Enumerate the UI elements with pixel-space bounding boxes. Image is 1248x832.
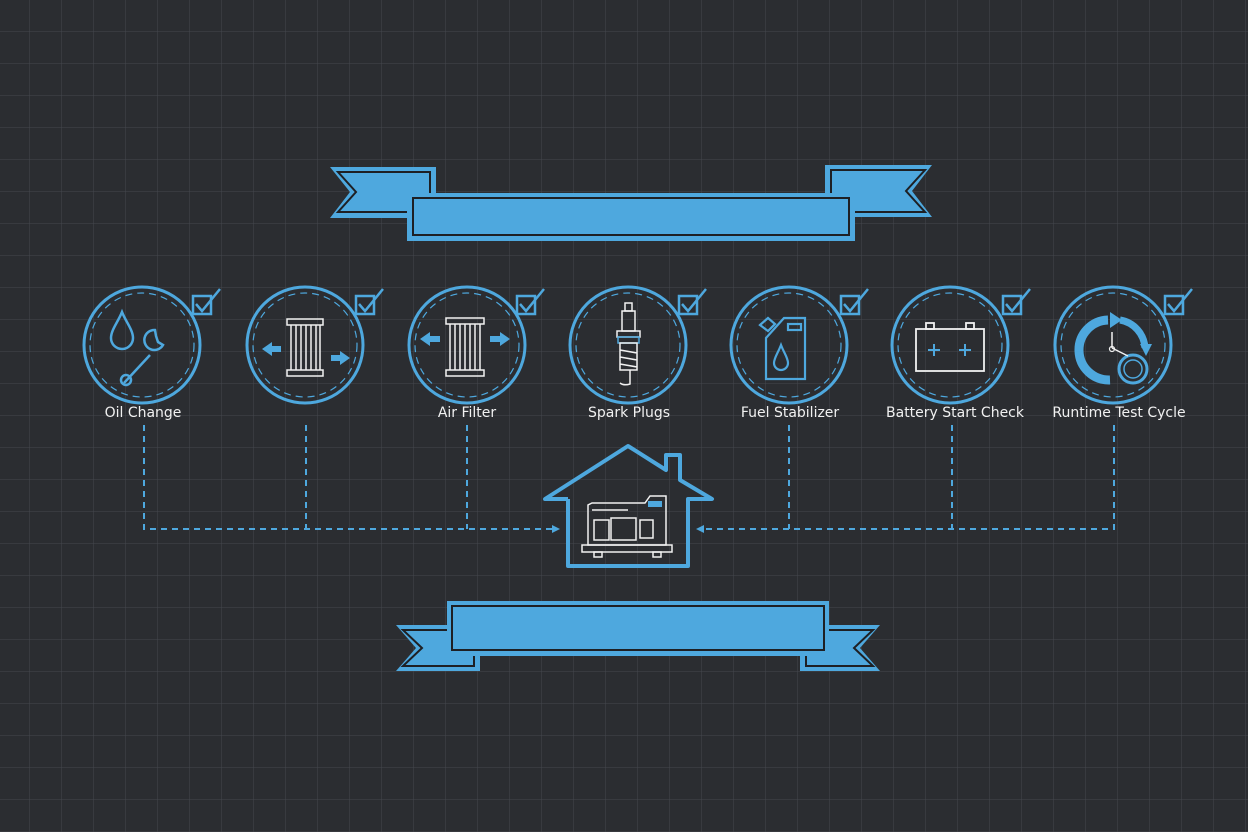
step-label-spark-plugs: Spark Plugs bbox=[587, 405, 671, 421]
step-label-runtime-test-cycle: Runtime Test Cycle bbox=[1052, 405, 1186, 421]
step-circle-1 bbox=[82, 285, 202, 405]
spark-plug-icon bbox=[616, 302, 641, 386]
step-circle-3 bbox=[407, 285, 527, 405]
arrow-left-icon bbox=[696, 525, 704, 533]
checkbox-icon-1 bbox=[191, 288, 221, 316]
bottom-banner-shape bbox=[396, 601, 880, 671]
step-circle-7 bbox=[1053, 285, 1173, 405]
connector-lines bbox=[143, 425, 1115, 530]
battery-icon bbox=[915, 322, 985, 372]
stopwatch-cycle-icon bbox=[1074, 312, 1152, 385]
checkmark-icons bbox=[191, 288, 1193, 316]
house-generator-icon bbox=[543, 444, 714, 568]
air-filter-icon bbox=[420, 317, 510, 377]
arrow-right-icon bbox=[552, 525, 560, 533]
step-label-air-filter: Air Filter bbox=[437, 405, 497, 421]
step-label-oil-change: Oil Change bbox=[104, 405, 182, 421]
step-label-fuel-stabilizer: Fuel Stabilizer bbox=[740, 405, 840, 421]
checkbox-icon-5 bbox=[839, 288, 869, 316]
step-circle-4 bbox=[568, 285, 688, 405]
step-circles bbox=[82, 285, 1173, 405]
step-circle-2 bbox=[245, 285, 365, 405]
checkbox-icon-6 bbox=[1001, 288, 1031, 316]
oil-drop-wrench-icon bbox=[109, 308, 165, 387]
top-banner-shape bbox=[330, 165, 932, 241]
step-label-battery-start-check: Battery Start Check bbox=[886, 405, 1024, 421]
checkbox-icon-2 bbox=[354, 288, 384, 316]
fuel-can-icon bbox=[758, 316, 807, 381]
step-circle-6 bbox=[890, 285, 1010, 405]
checkbox-icon-7 bbox=[1163, 288, 1193, 316]
filter-arrows-icon bbox=[262, 318, 350, 377]
checkbox-icon-3 bbox=[515, 288, 545, 316]
checkbox-icon-4 bbox=[677, 288, 707, 316]
step-circle-5 bbox=[729, 285, 849, 405]
